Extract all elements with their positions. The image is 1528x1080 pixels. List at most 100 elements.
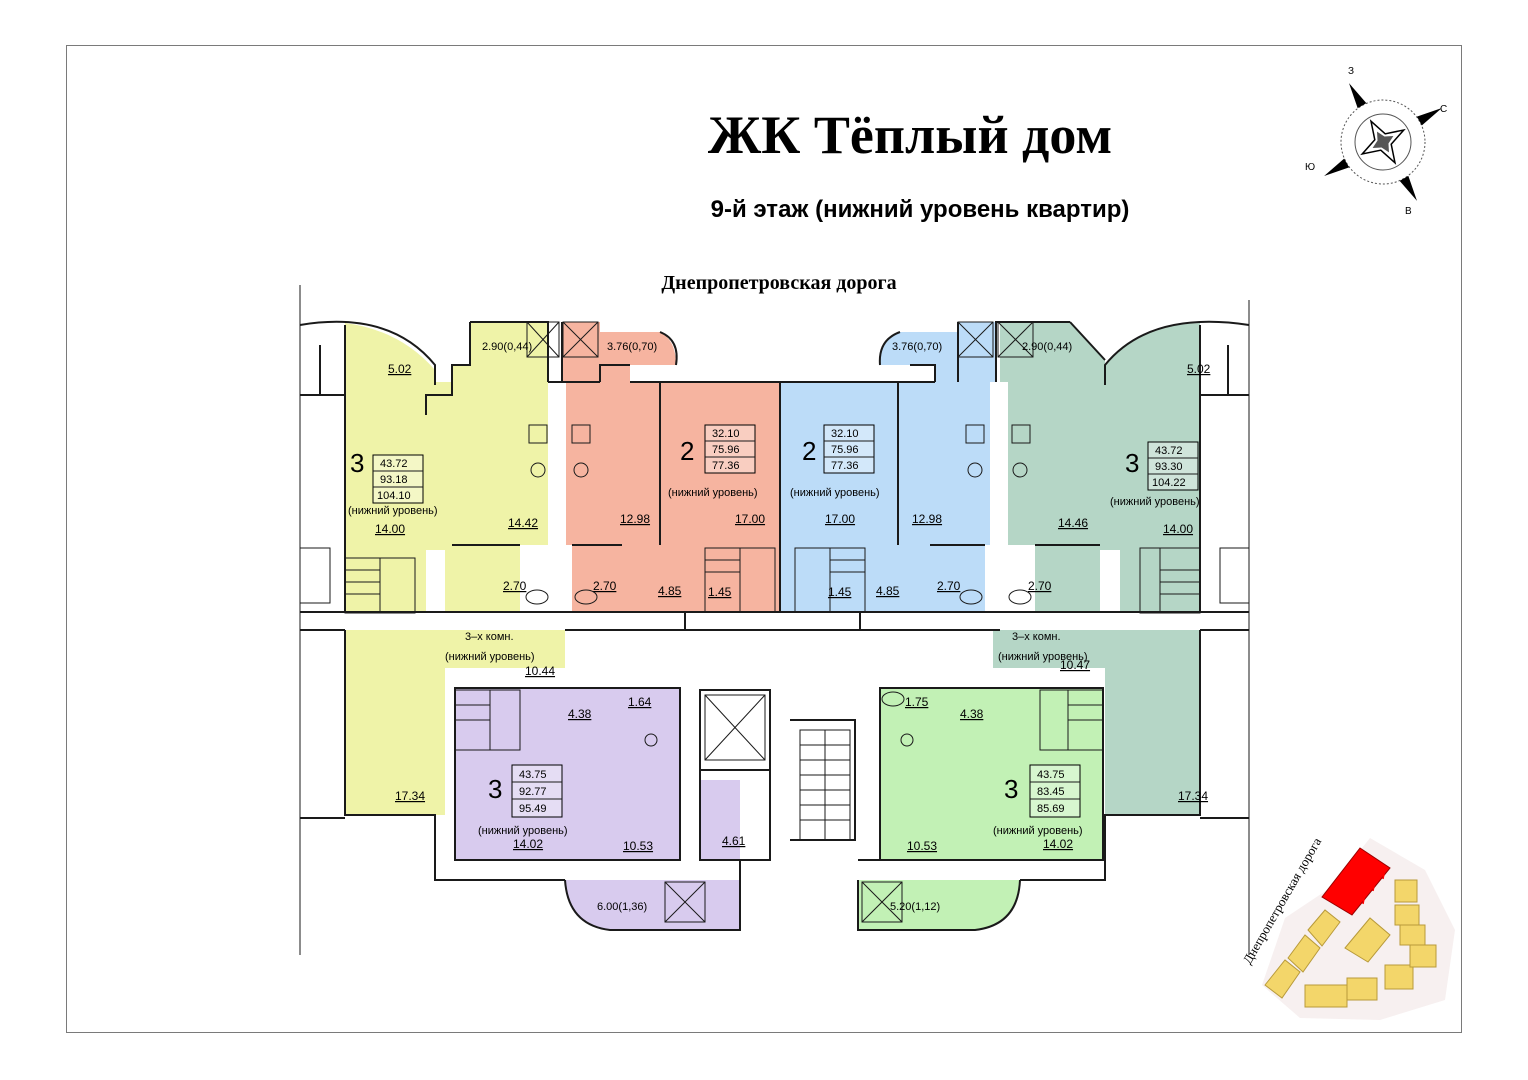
apartment-info: 3 43.72 93.18 104.10 (нижний уровень) 2 … bbox=[348, 424, 1200, 837]
fixtures bbox=[525, 424, 1032, 747]
balcony-label: 3.76(0,70) bbox=[607, 341, 657, 353]
apartment-fill-top-right-2 bbox=[780, 322, 996, 612]
stairs bbox=[299, 547, 1250, 841]
room-area-label: 4.38 bbox=[568, 707, 592, 721]
apartment-fill-top-left-3 bbox=[345, 322, 548, 612]
room-area-label: 10.47 bbox=[1060, 658, 1090, 672]
room-area-label: 2.70 bbox=[1028, 579, 1052, 593]
room-labels: 5.02 14.00 14.42 2.70 2.70 12.98 17.00 4… bbox=[375, 362, 1211, 853]
total-area: 92.77 bbox=[519, 786, 547, 798]
lower-level-note: (нижний уровень) bbox=[348, 505, 438, 517]
floor-subtitle: 9-й этаж (нижний уровень квартир) bbox=[710, 196, 1130, 223]
room-count: 3 bbox=[350, 448, 364, 478]
room-area-label: 4.85 bbox=[658, 584, 682, 598]
room-area-label: 14.02 bbox=[1043, 837, 1073, 851]
compass-rose: С Ю В З bbox=[1305, 66, 1447, 217]
balcony-label: 2.90(0,44) bbox=[1022, 341, 1072, 353]
site-map: Днепропетровская дорога bbox=[1240, 835, 1455, 1020]
room-area-label: 12.98 bbox=[620, 512, 650, 526]
room-area-label: 1.45 bbox=[828, 585, 852, 599]
room-area-label: 14.46 bbox=[1058, 516, 1088, 530]
balcony-label: 3.76(0,70) bbox=[892, 341, 942, 353]
room-area-label: 1.64 bbox=[628, 695, 652, 709]
total-area: 93.30 bbox=[1155, 461, 1183, 473]
apartment-fill-bottom-right-balcony bbox=[858, 880, 1020, 930]
compass-east: В bbox=[1405, 206, 1412, 217]
room-area-label: 14.00 bbox=[375, 522, 405, 536]
lower-level-note: (нижний уровень) bbox=[998, 651, 1088, 663]
area-with-balcony: 77.36 bbox=[712, 460, 740, 472]
room-area-label: 10.44 bbox=[525, 664, 555, 678]
area-box bbox=[704, 424, 756, 474]
area-box bbox=[1147, 441, 1199, 491]
living-area: 43.75 bbox=[1037, 769, 1065, 781]
room-area-label: 12.98 bbox=[912, 512, 942, 526]
apartment-fill-top-left-3-lower bbox=[345, 630, 565, 815]
room-area-label: 5.02 bbox=[388, 362, 412, 376]
area-box bbox=[823, 424, 875, 474]
balcony-label: 6.00(1,36) bbox=[597, 901, 647, 913]
lower-level-note: (нижний уровень) bbox=[1110, 496, 1200, 508]
area-box bbox=[372, 454, 424, 504]
apartment-fill-bottom-left-balcony bbox=[565, 880, 740, 930]
room-count: 2 bbox=[680, 436, 694, 466]
room-area-label: 17.00 bbox=[735, 512, 765, 526]
area-with-balcony: 104.10 bbox=[377, 490, 411, 502]
page-title: ЖК Тёплый дом bbox=[707, 105, 1113, 165]
walls bbox=[299, 320, 1250, 931]
area-box bbox=[511, 764, 563, 818]
area-with-balcony: 104.22 bbox=[1152, 477, 1186, 489]
balcony-label: 5.20(1,12) bbox=[890, 901, 940, 913]
total-area: 93.18 bbox=[380, 474, 408, 486]
total-area: 75.96 bbox=[712, 444, 740, 456]
lower-level-note: (нижний уровень) bbox=[668, 487, 758, 499]
lower-level-note: (нижний уровень) bbox=[478, 825, 568, 837]
room-area-label: 4.38 bbox=[960, 707, 984, 721]
room-area-label: 14.42 bbox=[508, 516, 538, 530]
compass-north: С bbox=[1440, 104, 1447, 115]
road-label: Днепропетровская дорога bbox=[661, 272, 897, 294]
balcony-labels: 2.90(0,44) 3.76(0,70) 3.76(0,70) 2.90(0,… bbox=[482, 341, 1072, 913]
apartment-fills bbox=[345, 322, 1200, 930]
three-room-note: 3–х комн. bbox=[1012, 631, 1061, 643]
apartment-fill-bottom-left-3-b bbox=[700, 780, 740, 860]
room-area-label: 1.45 bbox=[708, 585, 732, 599]
room-area-label: 17.34 bbox=[1178, 789, 1208, 803]
room-count: 3 bbox=[1125, 448, 1139, 478]
apartment-fill-top-right-3 bbox=[1000, 322, 1200, 612]
room-count: 3 bbox=[488, 774, 502, 804]
room-count: 2 bbox=[802, 436, 816, 466]
compass-west: З bbox=[1348, 66, 1354, 77]
apartment-fill-top-left-2 bbox=[562, 322, 780, 612]
area-with-balcony: 77.36 bbox=[831, 460, 859, 472]
room-area-label: 4.61 bbox=[722, 834, 746, 848]
room-area-label: 17.34 bbox=[395, 789, 425, 803]
room-area-label: 17.00 bbox=[825, 512, 855, 526]
drawing-frame bbox=[66, 45, 1462, 1033]
shafts bbox=[526, 321, 1034, 923]
three-room-notes: 3–х комн. (нижний уровень) 3–х комн. (ни… bbox=[445, 631, 1088, 663]
total-area: 75.96 bbox=[831, 444, 859, 456]
compass-south: Ю bbox=[1305, 162, 1315, 173]
living-area: 43.72 bbox=[380, 458, 408, 470]
living-area: 32.10 bbox=[712, 428, 740, 440]
room-area-label: 4.85 bbox=[876, 584, 900, 598]
apartment-fill-top-right-3-lower bbox=[993, 630, 1200, 815]
room-area-label: 2.70 bbox=[593, 579, 617, 593]
balcony-label: 2.90(0,44) bbox=[482, 341, 532, 353]
total-area: 83.45 bbox=[1037, 786, 1065, 798]
lower-level-note: (нижний уровень) bbox=[445, 651, 535, 663]
area-with-balcony: 85.69 bbox=[1037, 803, 1065, 815]
area-with-balcony: 95.49 bbox=[519, 803, 547, 815]
room-area-label: 5.02 bbox=[1187, 362, 1211, 376]
room-area-label: 2.70 bbox=[937, 579, 961, 593]
apartment-fill-bottom-left-3 bbox=[455, 688, 680, 860]
room-area-label: 2.70 bbox=[503, 579, 527, 593]
living-area: 32.10 bbox=[831, 428, 859, 440]
room-area-label: 14.02 bbox=[513, 837, 543, 851]
room-area-label: 10.53 bbox=[623, 839, 653, 853]
lower-level-note: (нижний уровень) bbox=[993, 825, 1083, 837]
three-room-note: 3–х комн. bbox=[465, 631, 514, 643]
room-area-label: 10.53 bbox=[907, 839, 937, 853]
